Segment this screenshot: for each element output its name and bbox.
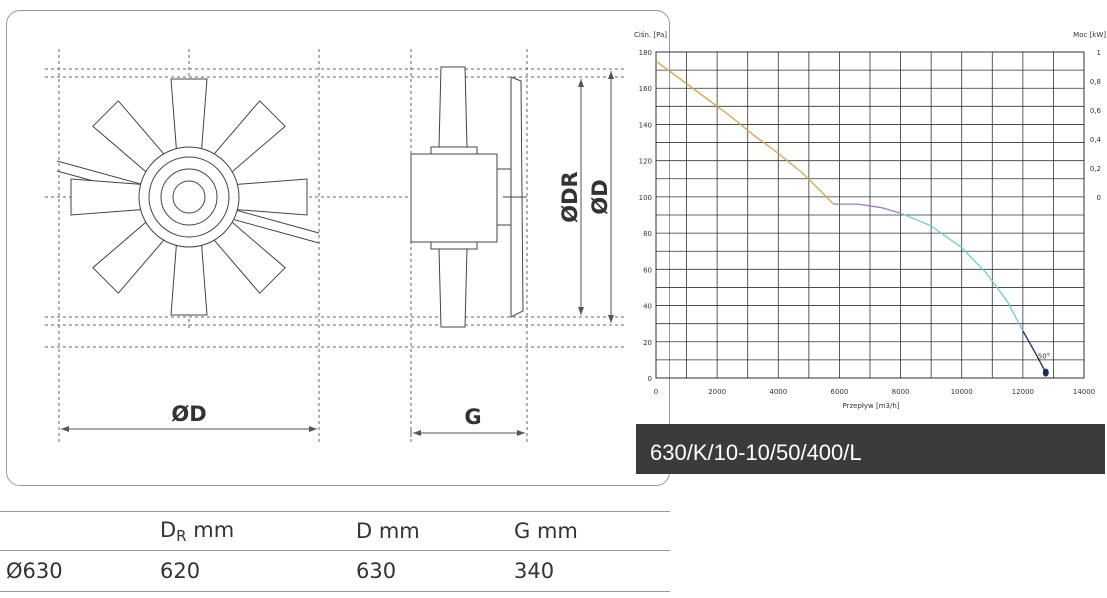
y-tick-label: 100 bbox=[639, 194, 652, 202]
x-tick-label: 10000 bbox=[951, 388, 973, 396]
fan-front-view bbox=[56, 78, 320, 316]
chart-grid bbox=[655, 51, 1085, 379]
chart-curves bbox=[655, 60, 1047, 373]
header-dr-letter: D bbox=[160, 517, 177, 542]
x-axis-label: Przepływ [m3/h] bbox=[842, 402, 899, 410]
cell-size: Ø630 bbox=[0, 550, 160, 592]
y-tick-label: 20 bbox=[643, 339, 652, 347]
y-tick-label: 80 bbox=[643, 230, 652, 238]
y-tick-label: 140 bbox=[639, 121, 652, 129]
y-tick-label: 180 bbox=[639, 49, 652, 57]
fan-dimension-drawing: ØD G ØDR ØD bbox=[45, 49, 627, 443]
chart-tick-labels: 0 2000 4000 6000 8000 10000 12000 14000 0 20 40 60 8… bbox=[639, 49, 1102, 396]
x-tick-label: 4000 bbox=[769, 388, 787, 396]
model-name: 630/K/10-10/50/400/L bbox=[650, 440, 862, 465]
blade-angle-annotation: 50° bbox=[1038, 353, 1050, 361]
x-tick-label: 8000 bbox=[892, 388, 910, 396]
fan-side-view bbox=[410, 66, 527, 328]
dimensions-table: DR mm D mm G mm Ø630 620 630 340 bbox=[0, 511, 670, 592]
right-tick-label: 0,2 bbox=[1090, 165, 1101, 173]
x-tick-label: 12000 bbox=[1012, 388, 1034, 396]
right-tick-label: 0,8 bbox=[1090, 78, 1101, 86]
y-axis-label-right: Moc [kW] bbox=[1073, 31, 1106, 39]
x-tick-label: 14000 bbox=[1073, 388, 1095, 396]
dimension-drawing-panel: ØD G ØDR ØD bbox=[6, 10, 670, 486]
dimension-label-dr: ØDR bbox=[558, 171, 582, 222]
cell-dr: 620 bbox=[160, 550, 356, 592]
right-tick-label: 0,6 bbox=[1090, 107, 1102, 115]
y-tick-label: 120 bbox=[639, 158, 652, 166]
x-tick-label: 0 bbox=[654, 388, 658, 396]
y-tick-label: 40 bbox=[643, 303, 652, 311]
performance-curve-segment bbox=[833, 203, 901, 214]
table-header-row: DR mm D mm G mm bbox=[0, 511, 670, 551]
right-tick-label: 0,4 bbox=[1090, 136, 1102, 144]
y-tick-label: 160 bbox=[639, 85, 652, 93]
header-g: G mm bbox=[514, 511, 670, 551]
x-tick-label: 6000 bbox=[831, 388, 849, 396]
performance-curve-segment bbox=[900, 212, 1024, 332]
cell-g: 340 bbox=[514, 550, 670, 592]
cell-d: 630 bbox=[356, 550, 514, 592]
operating-point-marker bbox=[1042, 368, 1049, 377]
y-axis-label-left: Ciśn. [Pa] bbox=[634, 31, 667, 39]
header-dr: DR mm bbox=[160, 511, 356, 551]
dimension-label-d-front: ØD bbox=[171, 402, 206, 426]
header-size bbox=[0, 511, 160, 551]
x-tick-label: 2000 bbox=[708, 388, 726, 396]
right-tick-label: 1 bbox=[1097, 49, 1101, 57]
header-dr-unit: mm bbox=[193, 517, 235, 542]
y-tick-label: 60 bbox=[643, 266, 652, 274]
header-d: D mm bbox=[356, 511, 514, 551]
y-tick-label: 0 bbox=[648, 375, 652, 383]
dimension-label-g: G bbox=[464, 405, 481, 429]
header-dr-subscript: R bbox=[176, 526, 187, 545]
table-row: Ø630 620 630 340 bbox=[0, 550, 670, 592]
dimension-label-d-side: ØD bbox=[588, 179, 612, 214]
dimension-arrows bbox=[61, 71, 614, 436]
right-tick-label: 0 bbox=[1097, 194, 1101, 202]
performance-curve-segment bbox=[1022, 330, 1047, 373]
performance-curve-segment bbox=[655, 60, 834, 205]
dimension-lines bbox=[61, 71, 612, 437]
chart-annotations: 50° bbox=[1038, 353, 1050, 377]
model-name-bar: 630/K/10-10/50/400/L bbox=[636, 424, 1105, 474]
